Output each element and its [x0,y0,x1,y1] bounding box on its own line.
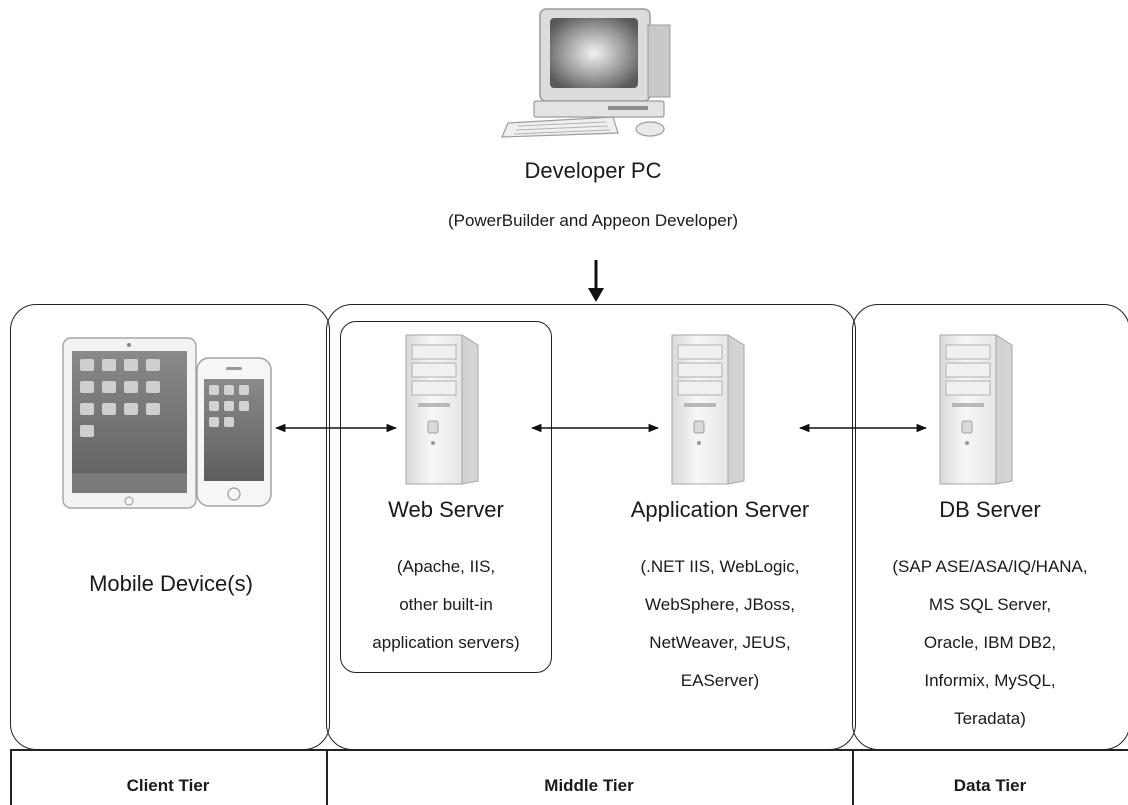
smartphone-icon [196,357,272,507]
developer-pc-title: Developer PC [524,158,662,183]
down-arrow-icon [586,260,606,304]
tier-separator-1 [326,750,328,805]
db-server-detail-1: (SAP ASE/ASA/IQ/HANA, [892,557,1088,576]
data-tier-label: Data Tier [953,776,1027,795]
app-server-detail-1: (.NET IIS, WebLogic, [640,557,800,576]
db-server-detail-3: Oracle, IBM DB2, [923,633,1057,652]
web-server-detail-1: (Apache, IIS, [396,557,496,576]
db-server-icon [932,331,1018,486]
app-server-detail-4: EAServer) [680,671,760,690]
tier-separator-2 [852,750,854,805]
db-server-detail-5: Teradata) [954,709,1026,728]
db-server-detail-4: Informix, MySQL, [924,671,1056,690]
app-server-detail-3: NetWeaver, JEUS, [649,633,791,652]
web-server-box [340,321,552,673]
tier-separator-left [10,750,12,805]
mobile-device-label: Mobile Device(s) [89,571,253,596]
web-server-icon [398,331,484,486]
db-server-title: DB Server [939,497,1041,522]
web-server-detail-3: application servers) [372,633,520,652]
app-server-detail-2: WebSphere, JBoss, [645,595,795,614]
application-server-icon [664,331,750,486]
web-server-detail-2: other built-in [399,595,493,614]
desktop-computer-icon [498,5,688,140]
tier-divider-line [10,749,1128,751]
client-tier-label: Client Tier [126,776,210,795]
application-server-title: Application Server [630,497,810,522]
web-server-title: Web Server [388,497,504,522]
db-server-detail-2: MS SQL Server, [928,595,1052,614]
tablet-icon [62,337,197,509]
developer-pc-subtitle: (PowerBuilder and Appeon Developer) [447,211,739,230]
middle-tier-label: Middle Tier [544,776,634,795]
